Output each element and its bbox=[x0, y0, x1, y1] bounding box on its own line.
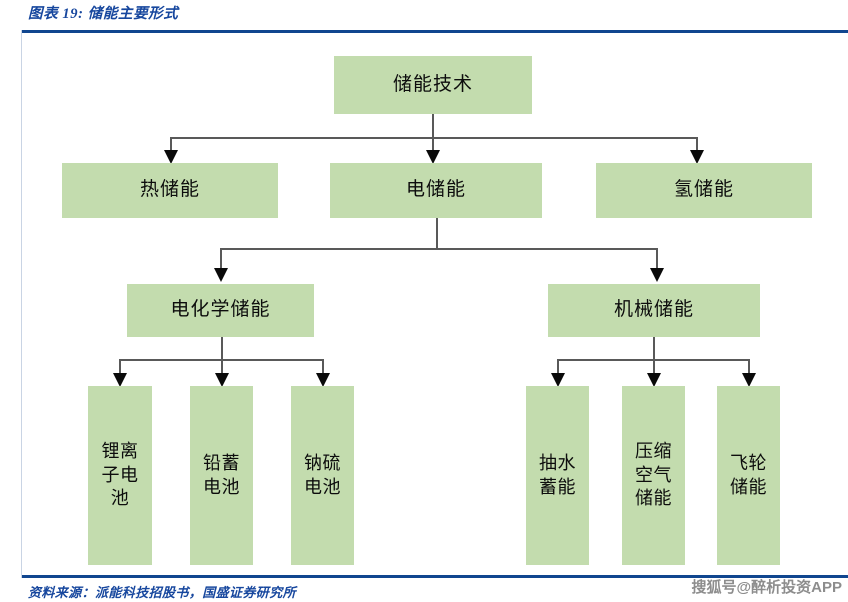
connector-to-liion bbox=[119, 359, 121, 375]
connector-to-flywheel bbox=[748, 359, 750, 375]
connector-to-hydrogen bbox=[696, 137, 698, 152]
node-label: 抽水蓄能 bbox=[539, 453, 576, 497]
node-氢储能: 氢储能 bbox=[596, 163, 812, 218]
node-label: 氢储能 bbox=[673, 179, 734, 201]
node-钠硫电池: 钠硫电池 bbox=[291, 386, 354, 565]
footer-rule bbox=[22, 575, 848, 578]
arrowhead-flywheel bbox=[742, 373, 756, 387]
connector-to-nas bbox=[322, 359, 324, 375]
source-note: 资料来源：派能科技招股书，国盛证券研究所 bbox=[28, 585, 297, 600]
node-label: 钠硫电池 bbox=[304, 453, 341, 497]
node-机械储能: 机械储能 bbox=[548, 284, 760, 337]
figure-title: 图表 19: 储能主要形式 bbox=[28, 6, 179, 22]
header-rule bbox=[22, 30, 848, 33]
arrowhead-leadacid bbox=[215, 373, 229, 387]
node-抽水蓄能: 抽水蓄能 bbox=[526, 386, 589, 565]
node-铅蓄电池: 铅蓄电池 bbox=[190, 386, 253, 565]
arrowhead-hydrogen bbox=[690, 150, 704, 164]
arrowhead-echem bbox=[214, 268, 228, 282]
node-锂离子电池: 锂离子电池 bbox=[88, 386, 152, 565]
left-border bbox=[21, 30, 22, 578]
node-电化学储能: 电化学储能 bbox=[127, 284, 314, 337]
connector-root-stem bbox=[432, 114, 434, 138]
node-label: 锂离子电池 bbox=[101, 441, 139, 509]
node-label: 电化学储能 bbox=[170, 299, 271, 321]
node-label: 热储能 bbox=[139, 179, 200, 201]
connector-to-echem bbox=[220, 248, 222, 270]
watermark-label: 搜狐号@醉析投资APP bbox=[691, 579, 842, 596]
arrowhead-mech bbox=[650, 268, 664, 282]
connector-to-mech bbox=[656, 248, 658, 270]
node-label: 储能技术 bbox=[392, 73, 473, 95]
node-飞轮储能: 飞轮储能 bbox=[717, 386, 780, 565]
node-label: 压缩空气储能 bbox=[635, 441, 672, 509]
node-label: 电储能 bbox=[405, 179, 466, 201]
node-热储能: 热储能 bbox=[62, 163, 278, 218]
connector-mech-stem bbox=[653, 337, 655, 360]
connector-to-caes bbox=[653, 359, 655, 375]
node-label: 机械储能 bbox=[613, 299, 694, 321]
arrowhead-electric bbox=[426, 150, 440, 164]
node-label: 飞轮储能 bbox=[730, 453, 767, 497]
node-储能技术: 储能技术 bbox=[334, 56, 532, 114]
connector-electric-stem bbox=[436, 218, 438, 249]
connector-to-electric bbox=[432, 137, 434, 152]
node-压缩空气储能: 压缩空气储能 bbox=[622, 386, 685, 565]
arrowhead-pumped bbox=[551, 373, 565, 387]
arrowhead-liion bbox=[113, 373, 127, 387]
arrowhead-thermal bbox=[164, 150, 178, 164]
connector-to-leadacid bbox=[221, 359, 223, 375]
connector-to-pumped bbox=[557, 359, 559, 375]
connector-echem-stem bbox=[221, 337, 223, 360]
node-label: 铅蓄电池 bbox=[203, 453, 240, 497]
node-电储能: 电储能 bbox=[330, 163, 542, 218]
arrowhead-caes bbox=[647, 373, 661, 387]
connector-to-thermal bbox=[170, 137, 172, 152]
connector-level2-bus bbox=[220, 248, 657, 250]
arrowhead-nas bbox=[316, 373, 330, 387]
